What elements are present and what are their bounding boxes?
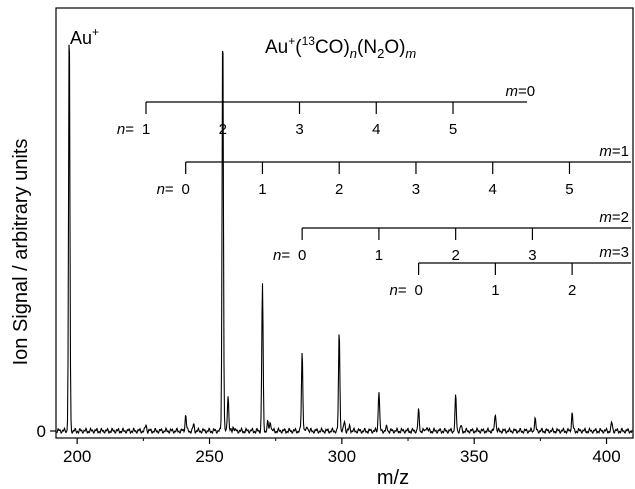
x-tick-label: 400 <box>592 447 620 466</box>
chart-labels: m/z Ion Signal / arbitrary units Au+ Au+… <box>10 25 416 489</box>
ladder-m0: 1 2 3 4 5 n= m=0 <box>117 83 535 138</box>
n-symbol: n <box>390 282 398 299</box>
n-symbol: n <box>157 181 165 198</box>
ladder-n-label: 1 <box>375 247 383 264</box>
ladder-m-label: m=0 <box>506 83 536 100</box>
n-equals: = <box>281 247 290 264</box>
au-charge: + <box>92 25 99 39</box>
ladder-n-label: 2 <box>335 181 343 198</box>
formula-sub-n: n <box>350 46 357 61</box>
ladder-n-label: 3 <box>412 181 420 198</box>
spectrum-line <box>56 44 633 435</box>
m-symbol: m <box>599 244 612 261</box>
ladder-n-label: 2 <box>219 121 227 138</box>
m-symbol: m <box>506 83 519 100</box>
ladder-m-label: m=3 <box>599 244 629 261</box>
formula-co: CO) <box>315 37 350 58</box>
ladder-n-prefix: n= <box>157 181 174 198</box>
ladder-m-label: m=1 <box>599 143 629 160</box>
x-tick-label: 300 <box>328 447 356 466</box>
cluster-formula: Au+(13CO)n(N2O)m <box>265 34 416 61</box>
ladder-n-prefix: n= <box>117 121 134 138</box>
ladder-n-label: 5 <box>565 181 573 198</box>
formula-base: Au <box>265 37 288 58</box>
formula-open: ( <box>295 37 302 58</box>
plot-border <box>55 7 634 439</box>
formula-o: O) <box>384 37 405 58</box>
m-symbol: m <box>599 143 612 160</box>
x-tick-label: 350 <box>460 447 488 466</box>
m-value: =1 <box>612 143 629 160</box>
ladder-m1: 0 1 2 3 4 5 n= m=1 <box>157 143 631 198</box>
m-symbol: m <box>599 209 612 226</box>
formula-charge: + <box>288 34 295 48</box>
formula-sub-m: m <box>405 46 416 61</box>
x-axis-title: m/z <box>377 467 409 489</box>
y-tick-label: 0 <box>37 422 46 441</box>
ladder-n-label: 4 <box>372 121 380 138</box>
ladder-n-prefix: n= <box>390 282 407 299</box>
ladder-n-label: 5 <box>449 121 457 138</box>
ladder-n-label: 1 <box>258 181 266 198</box>
m-value: =2 <box>612 209 629 226</box>
ladder-n-label: 2 <box>451 247 459 264</box>
ladder-n-label: 1 <box>491 282 499 299</box>
au-peak-label: Au+ <box>70 25 99 48</box>
n-symbol: n <box>117 121 125 138</box>
x-tick-label: 250 <box>195 447 223 466</box>
formula-n2: (N <box>357 37 377 58</box>
ladder-n-label: 2 <box>568 282 576 299</box>
formula-isotope: 13 <box>302 34 316 48</box>
y-axis-title: Ion Signal / arbitrary units <box>10 139 32 366</box>
ladder-n-label: 3 <box>528 247 536 264</box>
ladder-n-label: 3 <box>295 121 303 138</box>
formula-sub-2: 2 <box>377 46 384 61</box>
ladder-n-label: 0 <box>414 282 422 299</box>
n-symbol: n <box>273 247 281 264</box>
spectrum-trace <box>56 44 633 435</box>
x-tick-label: 200 <box>63 447 91 466</box>
ladder-n-label: 4 <box>489 181 497 198</box>
n-equals: = <box>398 282 407 299</box>
n-equals: = <box>125 121 134 138</box>
ladder-n-label: 0 <box>298 247 306 264</box>
ladder-n-label: 0 <box>182 181 190 198</box>
ladder-n-prefix: n= <box>273 247 290 264</box>
m-value: =3 <box>612 244 629 261</box>
ladder-n-label: 1 <box>142 121 150 138</box>
n-equals: = <box>165 181 174 198</box>
au-label: Au <box>70 28 92 48</box>
ladder-m-label: m=2 <box>599 209 629 226</box>
m-value: =0 <box>518 83 535 100</box>
